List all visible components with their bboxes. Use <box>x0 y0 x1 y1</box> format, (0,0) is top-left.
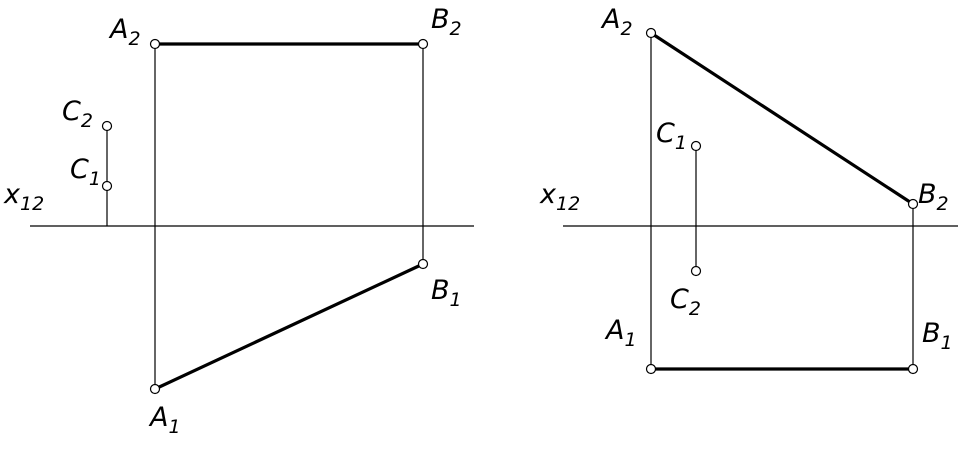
right-view: x12 A2 B2 C1 C2 A1 B1 <box>539 4 958 375</box>
right-label-c2: C2 <box>670 284 701 320</box>
right-point-c1 <box>690 140 702 152</box>
left-label-a2: A2 <box>108 14 141 50</box>
right-point-b1 <box>907 363 919 375</box>
left-label-c1: C1 <box>70 154 101 190</box>
left-axis-label: x12 <box>3 179 44 215</box>
left-label-b2: B2 <box>431 4 462 40</box>
right-point-a2 <box>645 27 657 39</box>
left-point-c2 <box>101 120 113 132</box>
right-label-a2: A2 <box>600 4 633 40</box>
left-point-c1 <box>101 180 113 192</box>
left-point-b2 <box>417 38 429 50</box>
left-label-b1: B1 <box>431 275 462 311</box>
right-point-c2 <box>690 265 702 277</box>
right-segment-a2b2 <box>649 31 915 206</box>
right-label-b2: B2 <box>918 179 949 215</box>
right-label-b1: B1 <box>922 318 953 354</box>
right-point-b2 <box>907 198 919 210</box>
left-view: x12 A2 B2 C2 C1 B1 A1 <box>3 4 474 438</box>
right-point-a1 <box>645 363 657 375</box>
right-label-a1: A1 <box>604 315 637 351</box>
left-point-a1 <box>149 383 161 395</box>
right-axis-label: x12 <box>539 179 580 215</box>
left-label-a1: A1 <box>148 402 181 438</box>
left-segment-a1b1 <box>153 262 425 391</box>
left-point-a2 <box>149 38 161 50</box>
left-point-b1 <box>417 258 429 270</box>
right-label-c1: C1 <box>656 118 687 154</box>
left-label-c2: C2 <box>62 96 93 132</box>
